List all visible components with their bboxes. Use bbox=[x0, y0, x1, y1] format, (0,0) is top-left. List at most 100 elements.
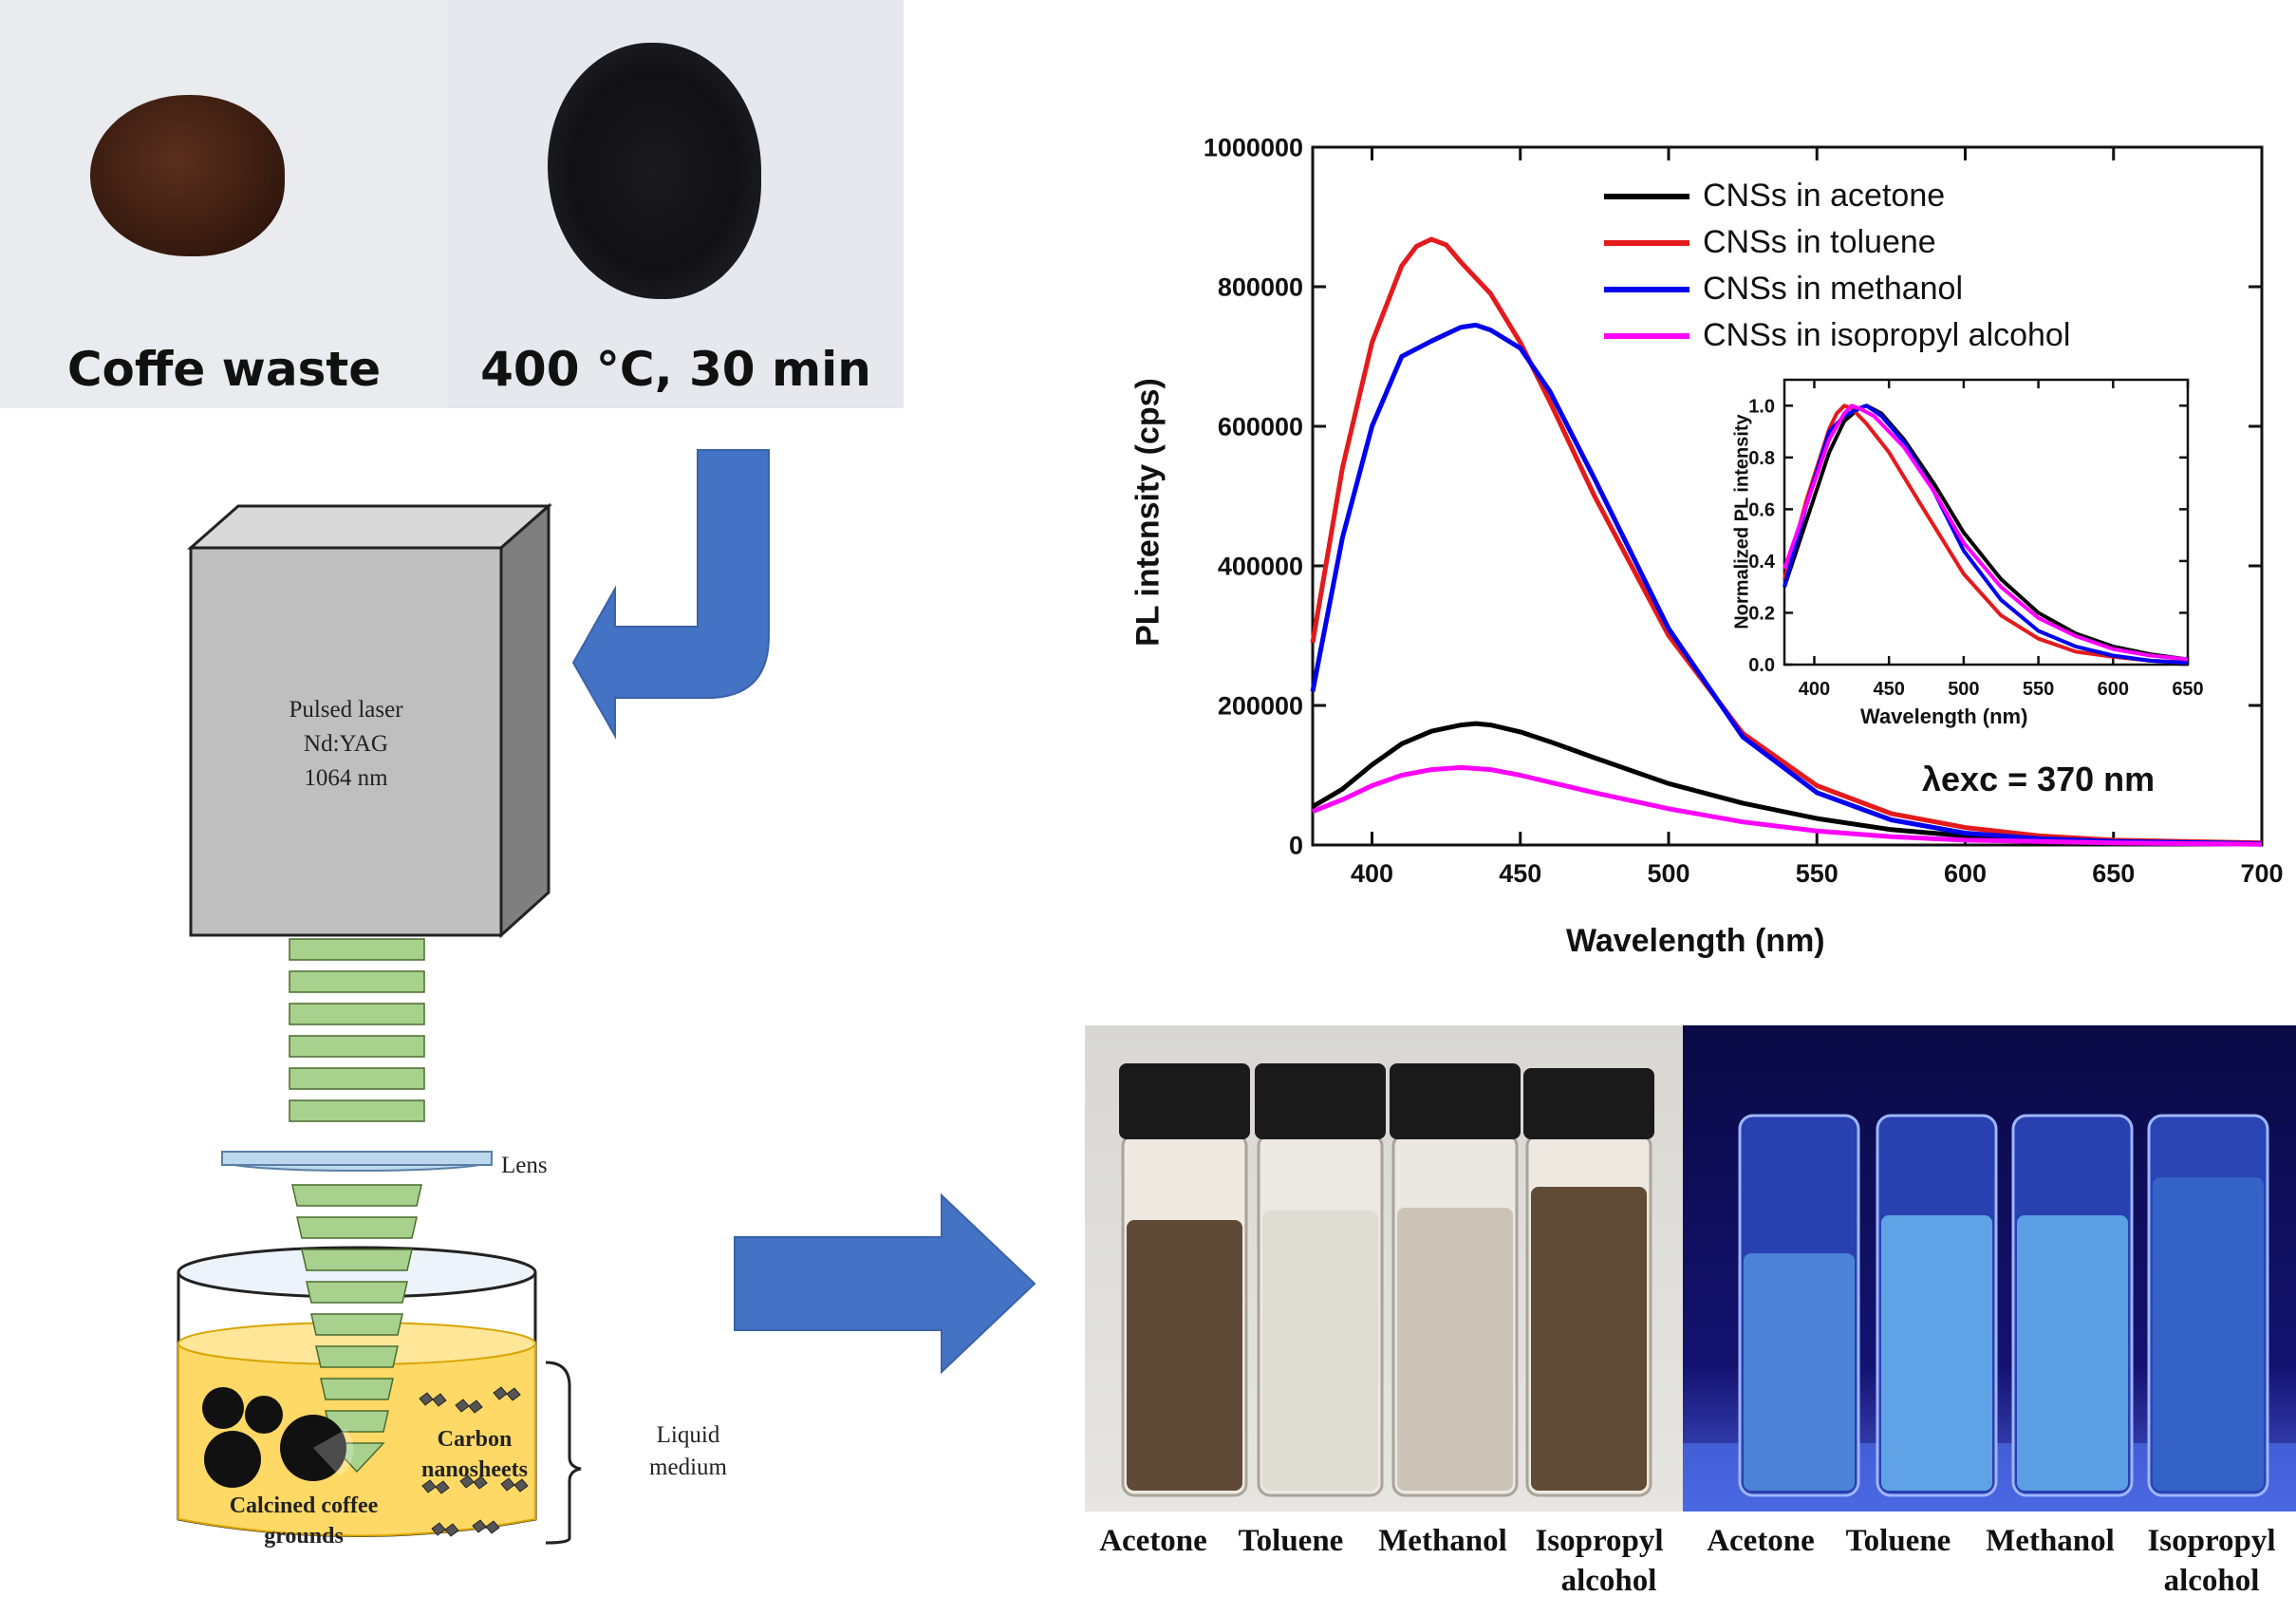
converging-beam bbox=[291, 1184, 422, 1474]
inset-x-tick-label: 400 bbox=[1799, 679, 1830, 700]
vial-toluene-day bbox=[1255, 1063, 1386, 1497]
legend-label: CNSs in isopropyl alcohol bbox=[1703, 317, 2071, 353]
lens bbox=[221, 1151, 493, 1172]
inset-x-tick-label: 500 bbox=[1948, 679, 1979, 700]
right-arrow-shape bbox=[734, 1192, 1036, 1375]
inset-series-2 bbox=[1783, 404, 2189, 666]
inset-x-tick-label: 550 bbox=[2023, 679, 2054, 700]
inset-x-tick-label: 650 bbox=[2172, 679, 2203, 700]
vial-acetone-day bbox=[1119, 1063, 1250, 1497]
uv-vials bbox=[1683, 1114, 2296, 1512]
inset-y-tick-label: 0.8 bbox=[1748, 448, 1775, 469]
inset-y-axis-title: Normalized PL intensity bbox=[1731, 414, 1753, 629]
calcined-label: 400 °C, 30 min bbox=[480, 342, 871, 397]
bent-arrow-shape bbox=[571, 449, 770, 740]
inset-series-1 bbox=[1783, 404, 2189, 665]
lens-label: Lens bbox=[501, 1153, 548, 1178]
inset-y-tick-label: 0.2 bbox=[1748, 603, 1775, 624]
inset-y-tick-label: 0.6 bbox=[1748, 499, 1775, 520]
vial-isopropyl-uv bbox=[2147, 1114, 2269, 1497]
main-y-tick-label: 400000 bbox=[1218, 552, 1303, 580]
daylight-vials-photo bbox=[1085, 1025, 1683, 1512]
legend-swatch bbox=[1604, 286, 1689, 292]
laser-beam bbox=[289, 938, 425, 1122]
day-label-methanol: Methanol bbox=[1378, 1524, 1507, 1558]
liquid-bracket bbox=[545, 1361, 582, 1545]
coffee-particles bbox=[202, 1387, 354, 1488]
coffee-waste-label: Coffe waste bbox=[66, 342, 382, 397]
uv-label-isopropyl: Isopropyl bbox=[2147, 1524, 2276, 1558]
day-label-toluene: Toluene bbox=[1238, 1524, 1344, 1558]
main-x-axis-title: Wavelength (nm) bbox=[1566, 923, 1825, 959]
laser-label: Pulsed laser Nd:YAG 1064 nm bbox=[191, 693, 501, 796]
day-label-alcohol: alcohol bbox=[1560, 1564, 1657, 1598]
uv-label-alcohol: alcohol bbox=[2163, 1564, 2260, 1598]
vial-methanol-uv bbox=[2011, 1114, 2134, 1497]
uv-vials-photo bbox=[1683, 1025, 2296, 1512]
vial-acetone-uv bbox=[1738, 1114, 1860, 1497]
inset-y-tick-label: 0.0 bbox=[1748, 655, 1775, 676]
legend-item: CNSs in toluene bbox=[1604, 219, 2070, 266]
uv-label-acetone: Acetone bbox=[1707, 1524, 1815, 1558]
laser-beam-setup bbox=[177, 938, 582, 1545]
nanosheets bbox=[419, 1386, 529, 1537]
inset-frame bbox=[1783, 378, 2190, 667]
legend-item: CNSs in acetone bbox=[1604, 173, 2070, 219]
coffee-pile bbox=[90, 95, 285, 256]
day-label-isopropyl: Isopropyl bbox=[1535, 1524, 1664, 1558]
main-x-tick-label: 600 bbox=[1944, 859, 1987, 888]
main-x-tick-label: 400 bbox=[1351, 859, 1393, 888]
carbon-label-line1: Carbon bbox=[437, 1427, 513, 1452]
excitation-label: λexc = 370 nm bbox=[1922, 760, 2156, 798]
laser-label-line2: Nd:YAG bbox=[304, 731, 388, 757]
laser-box bbox=[187, 502, 552, 939]
liquid-medium-label: Liquid medium bbox=[631, 1419, 745, 1484]
main-x-tick-label: 500 bbox=[1647, 859, 1689, 888]
inset-x-tick-label: 600 bbox=[2098, 679, 2129, 700]
main-x-tick-label: 700 bbox=[2240, 859, 2283, 888]
main-y-tick-label: 200000 bbox=[1218, 691, 1303, 720]
main-y-tick-label: 0 bbox=[1289, 831, 1303, 859]
main-series-0 bbox=[1311, 721, 2263, 846]
vial-toluene-uv bbox=[1876, 1114, 1998, 1497]
calcined-grounds-label: Calcined coffee grounds bbox=[204, 1491, 403, 1551]
main-y-tick-label: 600000 bbox=[1218, 412, 1303, 441]
vial-methanol-day bbox=[1390, 1063, 1521, 1497]
inset-x-axis-title: Wavelength (nm) bbox=[1860, 704, 2028, 728]
legend-item: CNSs in methanol bbox=[1604, 266, 2070, 312]
carbon-label-line2: nanosheets bbox=[420, 1457, 529, 1482]
main-x-tick-label: 450 bbox=[1499, 859, 1541, 888]
pl-chart: 400 450 500 550 600 650 700 0 200000 400000 600000… bbox=[1204, 133, 2284, 888]
inset-series-3 bbox=[1783, 404, 2189, 662]
daylight-vials bbox=[1119, 1063, 1654, 1497]
legend-item: CNSs in isopropyl alcohol bbox=[1604, 312, 2070, 359]
legend-label: CNSs in methanol bbox=[1703, 271, 1964, 307]
main-y-axis-title: PL intensity (cps) bbox=[1129, 378, 1167, 647]
coffee-waste-photo: Coffe waste bbox=[0, 0, 448, 408]
legend-swatch bbox=[1604, 193, 1689, 199]
main-y-tick-label: 800000 bbox=[1218, 272, 1303, 301]
main-x-tick-label: 550 bbox=[1796, 859, 1839, 888]
inset-series-0 bbox=[1783, 404, 2189, 662]
calcined-pile bbox=[548, 43, 761, 299]
right-arrow bbox=[734, 1192, 1036, 1375]
main-x-tick-label: 650 bbox=[2092, 859, 2135, 888]
liquid-label-line1: Liquid bbox=[656, 1422, 720, 1448]
liquid-label-line2: medium bbox=[649, 1455, 727, 1480]
legend-label: CNSs in acetone bbox=[1703, 178, 1946, 214]
legend-swatch bbox=[1604, 239, 1689, 246]
grounds-label-line2: grounds bbox=[264, 1524, 344, 1549]
legend-label: CNSs in toluene bbox=[1703, 224, 1936, 260]
calcined-coffee-photo: 400 °C, 30 min bbox=[448, 0, 904, 408]
inset-x-tick-label: 450 bbox=[1873, 679, 1904, 700]
laser-label-line1: Pulsed laser bbox=[289, 697, 403, 723]
bent-arrow bbox=[571, 449, 770, 740]
uv-label-methanol: Methanol bbox=[1986, 1524, 2115, 1558]
laser-label-line3: 1064 nm bbox=[304, 765, 388, 791]
main-y-tick-label: 1000000 bbox=[1204, 133, 1303, 161]
inset-y-tick-label: 1.0 bbox=[1748, 396, 1775, 417]
main-plot-area: 400 450 500 550 600 650 700 0 200000 400000 600000… bbox=[1204, 133, 2284, 888]
carbon-nanosheets-label: Carbon nanosheets bbox=[403, 1424, 546, 1485]
